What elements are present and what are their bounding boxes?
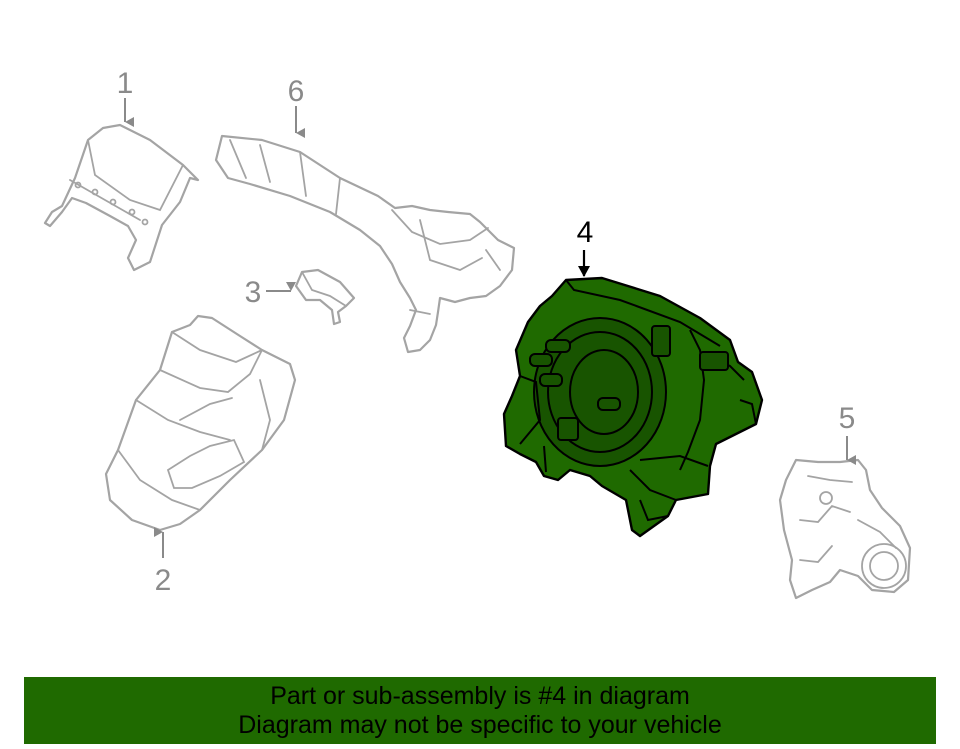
callout-1: 1 bbox=[117, 67, 134, 100]
callout-6: 6 bbox=[288, 75, 305, 108]
callout-4: 4 bbox=[577, 216, 594, 249]
callout-5: 5 bbox=[839, 402, 856, 435]
banner-line-1: Part or sub-assembly is #4 in diagram bbox=[270, 682, 690, 710]
part-6-stalk-switch[interactable] bbox=[214, 134, 516, 354]
part-5-ignition-switch[interactable] bbox=[778, 458, 912, 600]
callout-arrows bbox=[124, 98, 856, 558]
callout-2: 2 bbox=[155, 564, 172, 597]
callout-3: 3 bbox=[245, 276, 262, 309]
info-banner: Part or sub-assembly is #4 in diagram Di… bbox=[24, 677, 936, 744]
banner-line-2: Diagram may not be specific to your vehi… bbox=[238, 711, 722, 739]
part-4-clockspring[interactable] bbox=[502, 276, 764, 538]
part-3-clip[interactable] bbox=[294, 268, 356, 326]
part-1-upper-shroud[interactable] bbox=[43, 123, 200, 272]
part-2-lower-shroud[interactable] bbox=[104, 314, 297, 532]
